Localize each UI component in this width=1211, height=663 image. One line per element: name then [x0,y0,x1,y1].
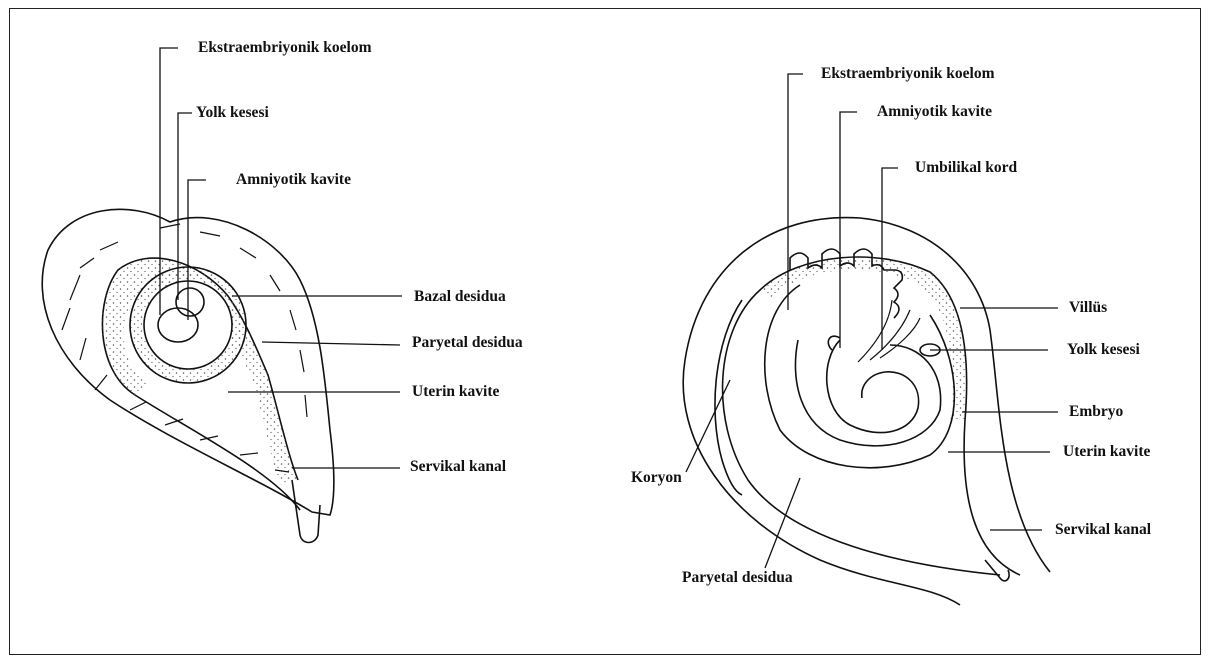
right-decidua-stipple [760,257,967,420]
label-right-koryon: Koryon [631,469,682,487]
label-right-uterin-kavite: Uterin kavite [1063,443,1150,461]
label-right-embryo: Embryo [1069,403,1123,421]
right-uterus-drawing [683,218,1050,605]
right-uterus-inner-wall [723,257,1020,575]
right-amniotic-membrane [795,340,940,446]
label-left-bazal-desidua: Bazal desidua [414,288,506,306]
right-koryon-shape [715,300,742,495]
label-left-uterin-kavite: Uterin kavite [412,383,499,401]
label-right-ekstraembriyonik-koelom: Ekstraembriyonik koelom [821,65,995,83]
label-right-villus: Villüs [1069,299,1107,317]
label-right-amniyotik-kavite: Amniyotik kavite [877,103,992,121]
label-left-yolk-kesesi: Yolk kesesi [196,104,269,122]
right-embryo-shape [827,340,919,433]
right-uterus-outer-wall [683,218,1050,605]
right-leader-lines [686,74,1058,568]
label-right-servikal-kanal: Servikal kanal [1055,521,1151,539]
label-right-umbilikal-kord: Umbilikal kord [915,159,1017,177]
label-left-ekstraembriyonik-koelom: Ekstraembriyonik koelom [198,39,372,57]
label-right-paryetal-desidua: Paryetal desidua [682,569,793,587]
label-left-amniyotik-kavite: Amniyotik kavite [236,171,351,189]
label-right-yolk-kesesi: Yolk kesesi [1067,341,1140,359]
label-left-paryetal-desidua: Paryetal desidua [412,334,523,352]
label-left-servikal-kanal: Servikal kanal [410,458,506,476]
